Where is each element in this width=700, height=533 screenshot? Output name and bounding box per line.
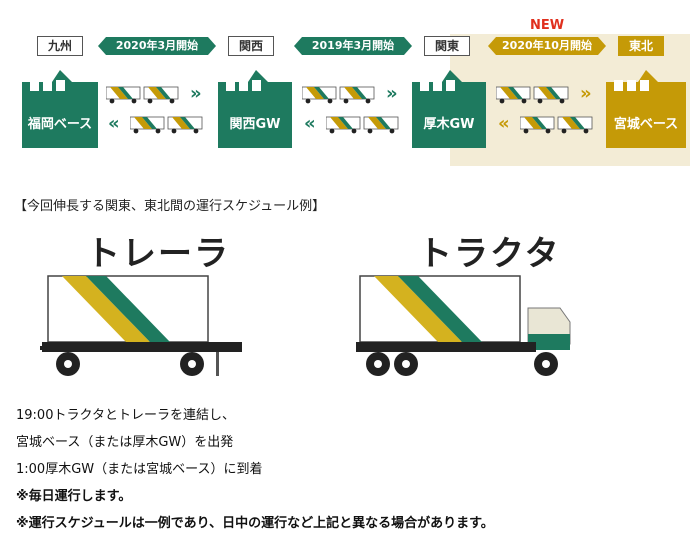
trucks-route3-outbound (496, 86, 569, 104)
note-line-5: ※運行スケジュールは一例であり、日中の運行など上記と異なる場合があります。 (16, 516, 494, 531)
note-line-2: 宮城ベース（または厚木GW）を出発 (16, 435, 234, 450)
base-label: 宮城ベース (613, 116, 679, 132)
trucks-route1-return (130, 116, 203, 134)
schedule-heading: 【今回伸長する関東、東北間の運行スケジュール例】 (14, 199, 326, 214)
chevron-left-icon: « (498, 113, 510, 134)
trucks-route3-return (520, 116, 593, 134)
base-label: 関西GW (229, 116, 281, 132)
base-label: 福岡ベース (27, 116, 93, 132)
trucks-route2-return (326, 116, 399, 134)
region-kyushu: 九州 (37, 36, 83, 56)
trailer-illustration (40, 275, 242, 376)
base-label: 厚木GW (423, 116, 475, 132)
note-line-4: ※毎日運行します。 (16, 489, 132, 504)
base-kansai-gw: 関西GW (218, 68, 292, 148)
chevron-left-icon: « (304, 113, 316, 134)
trucks-route2-outbound (302, 86, 375, 104)
base-miyagi: 宮城ベース (606, 68, 686, 148)
chevron-right-icon: » (580, 83, 592, 104)
building-windows (420, 80, 459, 95)
base-fukuoka: 福岡ベース (22, 68, 98, 148)
trucks-route1-outbound (106, 86, 179, 104)
building-windows (614, 80, 653, 95)
note-line-3: 1:00厚木GW（または宮城ベース）に到着 (16, 462, 263, 477)
chevron-right-icon: » (190, 83, 202, 104)
new-label: NEW (530, 18, 565, 33)
chevron-left-icon: « (108, 113, 120, 134)
base-atsugi-gw: 厚木GW (412, 68, 486, 148)
region-kanto: 関東 (424, 36, 470, 56)
building-windows (226, 80, 265, 95)
building-windows (30, 80, 69, 95)
chevron-right-icon: » (386, 83, 398, 104)
tractor-title: トラクタ (418, 234, 561, 274)
route-ribbon-kanto-tohoku: 2020年10月開始 (488, 37, 606, 55)
trailer-title: トレーラ (86, 234, 230, 274)
tractor-illustration (356, 275, 571, 376)
note-line-1: 19:00トラクタとトレーラを連結し、 (16, 408, 235, 423)
region-tohoku: 東北 (618, 36, 664, 56)
route-ribbon-kyushu-kansai: 2020年3月開始 (98, 37, 216, 55)
region-kansai: 関西 (228, 36, 274, 56)
route-ribbon-kansai-kanto: 2019年3月開始 (294, 37, 412, 55)
